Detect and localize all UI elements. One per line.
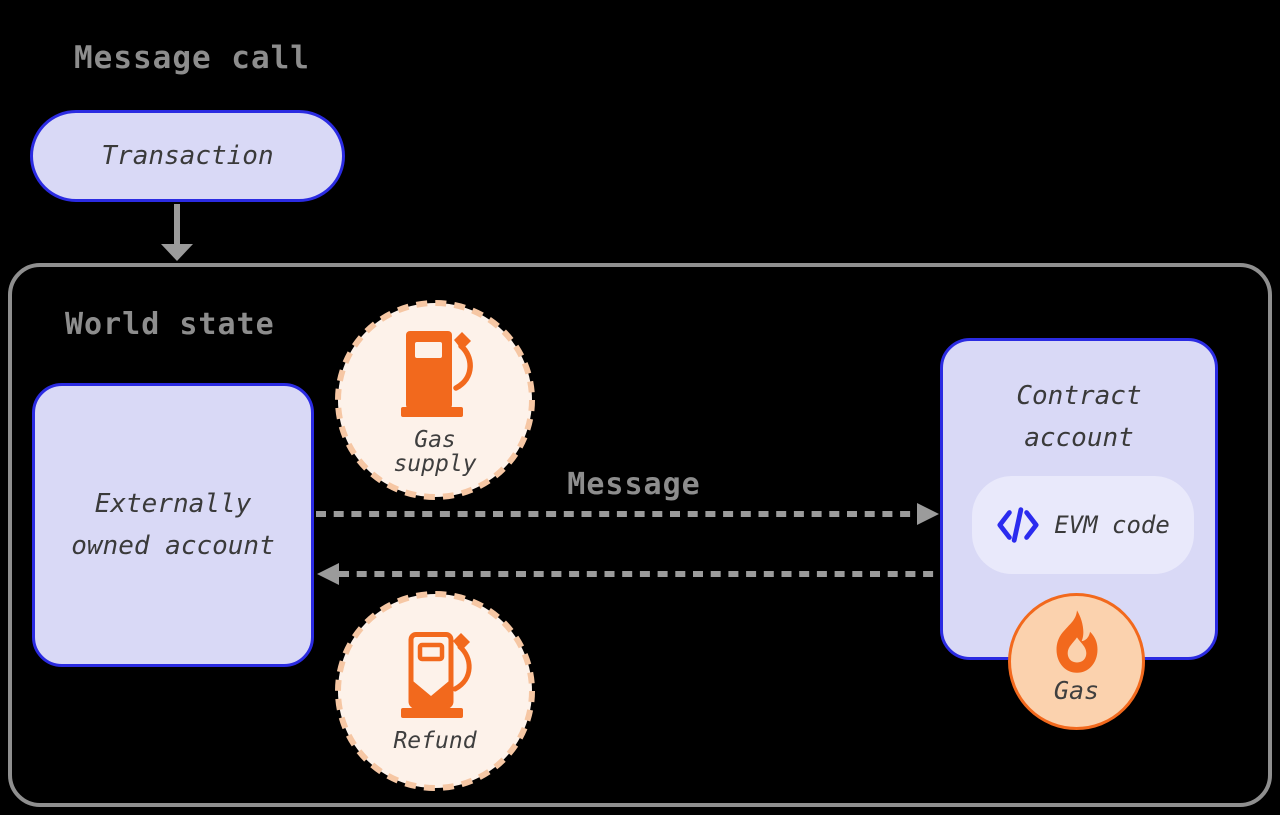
- eoa-label-line1: Externally: [94, 489, 252, 519]
- gas-supply-node: Gas supply: [330, 295, 540, 505]
- eoa-label-line2: owned account: [71, 531, 275, 561]
- world-state-label: World state: [65, 307, 275, 342]
- refund-label: Refund: [393, 728, 477, 754]
- dashed-circle-border: [335, 591, 535, 791]
- code-brackets-icon: [997, 507, 1039, 543]
- transaction-label: Transaction: [101, 141, 274, 171]
- fuel-pump-partial-icon: [401, 632, 472, 718]
- flame-icon: [1056, 610, 1098, 673]
- evm-code-label: EVM code: [1054, 511, 1170, 539]
- dashed-arrow-right-icon: [316, 503, 939, 525]
- evm-code-pill: EVM code: [972, 476, 1194, 574]
- refund-node: Refund: [330, 586, 540, 796]
- eoa-label: Externally owned account: [71, 483, 275, 567]
- world-state-container: [8, 263, 1272, 807]
- contract-label-line1: Contract: [1016, 381, 1142, 411]
- dashed-arrow-left-icon: [317, 563, 942, 585]
- gas-supply-label-line2: supply: [393, 450, 477, 477]
- gas-supply-label-line1: Gas: [414, 427, 456, 453]
- gas-label: Gas: [1053, 676, 1100, 705]
- transaction-node: Transaction: [30, 110, 345, 202]
- externally-owned-account-node: Externally owned account: [32, 383, 314, 667]
- contract-label-line2: account: [1024, 423, 1134, 453]
- arrow-down-icon: [161, 204, 193, 261]
- gas-node: Gas: [1008, 593, 1145, 730]
- diagram-title: Message call: [74, 40, 310, 76]
- message-label: Message: [567, 467, 701, 502]
- fuel-pump-icon: [401, 331, 473, 417]
- contract-label: Contract account: [943, 375, 1215, 459]
- gas-supply-label: Gas supply: [330, 427, 540, 477]
